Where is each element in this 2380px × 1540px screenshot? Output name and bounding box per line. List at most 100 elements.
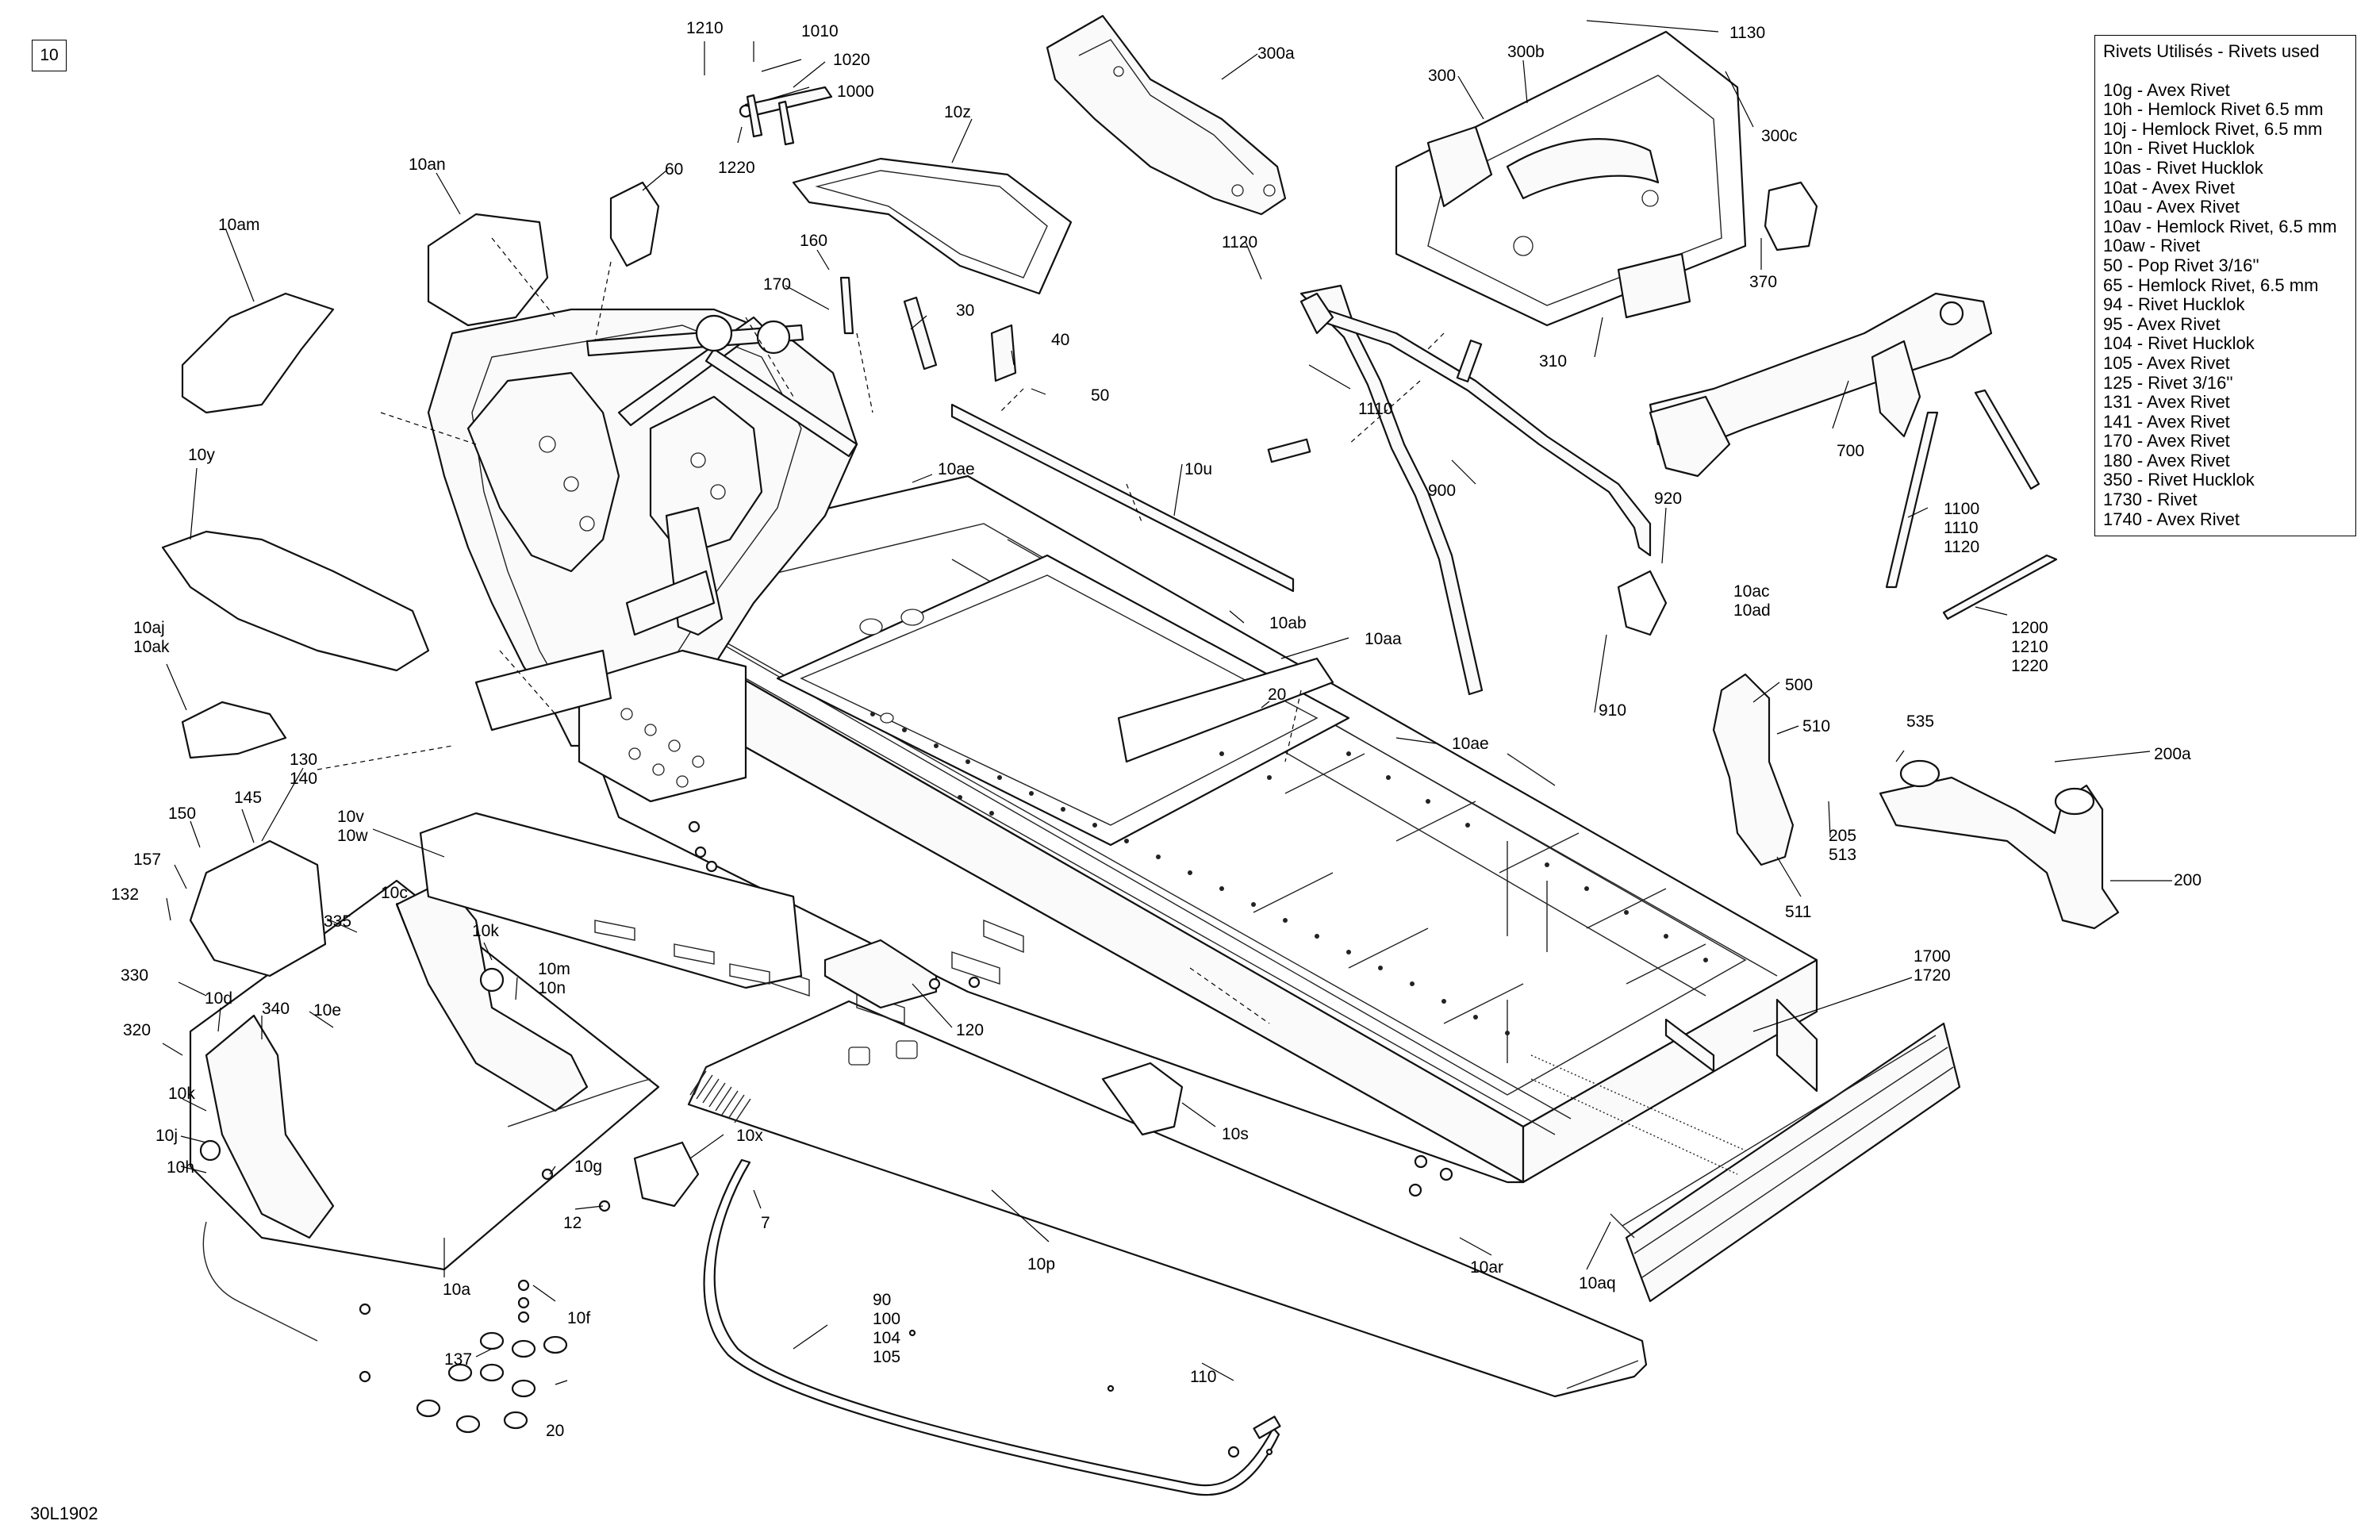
legend-item: 10au - Avex Rivet: [2103, 197, 2240, 217]
callout-900: 900: [1428, 482, 1456, 500]
legend-item: 350 - Rivet Hucklok: [2103, 470, 2255, 490]
callout-132: 132: [111, 885, 139, 904]
callout-160: 160: [800, 232, 827, 250]
callout-910: 910: [1599, 701, 1626, 720]
legend-item: 1740 - Avex Rivet: [2103, 509, 2240, 529]
legend-item: 105 - Avex Rivet: [2103, 352, 2230, 373]
callout-535: 535: [1906, 712, 1934, 731]
bracket-10ac: [1617, 570, 1668, 636]
callout-145: 145: [234, 789, 262, 807]
callout-500: 500: [1785, 676, 1813, 694]
callout-50: 50: [1091, 386, 1109, 405]
rod-1100: [1885, 411, 1939, 589]
callout-10f: 10f: [567, 1309, 590, 1327]
legend-item: 10g - Avex Rivet: [2103, 79, 2230, 100]
rod-1200: [1942, 554, 2058, 620]
callout-157: 157: [133, 851, 161, 869]
callout-340: 340: [262, 1000, 290, 1018]
callout-10ae: 10ae: [938, 460, 975, 478]
legend-item: 10n - Rivet Hucklok: [2103, 138, 2255, 159]
callout-310: 310: [1539, 352, 1567, 371]
callout-1220: 1220: [718, 159, 755, 177]
callout-10j: 10j: [155, 1127, 178, 1145]
legend-item: 125 - Rivet 3/16'': [2103, 372, 2233, 393]
callout-10k: 10k: [472, 922, 499, 940]
legend-item: 10h - Hemlock Rivet 6.5 mm: [2103, 99, 2324, 120]
bracket-10y: [161, 530, 430, 672]
callout-335: 335: [324, 912, 351, 931]
fasteners: [359, 820, 1453, 1458]
legend-item: 10at - Avex Rivet: [2103, 177, 2235, 198]
callout-150: 150: [168, 805, 196, 823]
legend-item: 65 - Hemlock Rivet, 6.5 mm: [2103, 275, 2319, 295]
callout-30: 30: [956, 301, 974, 320]
callout-10u: 10u: [1184, 460, 1212, 478]
callout-10ar: 10ar: [1470, 1258, 1503, 1277]
legend-item: 10as - Rivet Hucklok: [2103, 157, 2263, 178]
bracket-60: [609, 181, 660, 267]
legend-item: 10j - Hemlock Rivet, 6.5 mm: [2103, 118, 2323, 139]
bracket-10aj: [181, 701, 287, 759]
callout-200: 200: [2174, 871, 2202, 889]
callout-330: 330: [121, 966, 148, 985]
plate-10z: [792, 157, 1073, 295]
document-code: 30L1902: [30, 1504, 98, 1523]
callout-1020: 1020: [833, 51, 870, 69]
callout-320: 320: [123, 1021, 151, 1039]
callout-10g: 10g: [574, 1158, 602, 1176]
washers-20: [416, 1331, 568, 1434]
callout-10aa: 10aa: [1365, 630, 1402, 648]
callout-1120: 1120: [1222, 233, 1257, 252]
part-30: [903, 296, 938, 371]
callout-1000: 1000: [837, 83, 874, 101]
rear-tunnel-section-1700: [1610, 1022, 1961, 1303]
callout-labels: 1210 1010 1020 1000 1220 300a 1130 300 3…: [111, 19, 2202, 1440]
callout-170: 170: [763, 275, 791, 294]
callout-10p: 10p: [1027, 1255, 1055, 1273]
legend-item: 1730 - Rivet: [2103, 490, 2198, 510]
bracket-370: [1764, 181, 1818, 252]
callout-1110: 1110: [1358, 400, 1393, 418]
arm-500: [1712, 673, 1795, 866]
callout-700: 700: [1837, 442, 1864, 460]
callout-300: 300: [1428, 67, 1456, 85]
callout-20: 20: [546, 1422, 564, 1440]
leader-lines: [162, 20, 2172, 1385]
callout-370: 370: [1749, 273, 1777, 291]
upper-rear-frame-300: [1395, 30, 1747, 327]
legend-item: 50 - Pop Rivet 3/16'': [2103, 255, 2259, 275]
callout-10aq: 10aq: [1579, 1274, 1616, 1292]
callout-1010: 1010: [801, 22, 839, 40]
steering-tube-900: [1267, 284, 1652, 696]
bracket-10x: [633, 1141, 700, 1208]
callout-10ab: 10ab: [1269, 614, 1307, 632]
skid-rod-90: [703, 1158, 1281, 1496]
callout-10a: 10a: [443, 1281, 470, 1299]
bracket-120: [823, 939, 938, 1009]
callout-10k-2: 10k: [168, 1085, 195, 1103]
rear-cross-member-10aq: [1530, 998, 1818, 1175]
front-bulkhead-frame: [427, 308, 858, 803]
rail-10u: [950, 403, 1295, 593]
legend-item: 10aw - Rivet: [2103, 236, 2201, 256]
rear-support-700: [1649, 292, 1993, 478]
legend-item: 95 - Avex Rivet: [2103, 313, 2221, 334]
callout-10s: 10s: [1222, 1125, 1249, 1143]
callout-10y: 10y: [188, 446, 215, 464]
callout-920: 920: [1654, 490, 1682, 508]
page-number-box: 10: [32, 40, 67, 71]
rod-1100b: [1974, 389, 2040, 490]
callout-60: 60: [665, 160, 683, 179]
callout-10c: 10c: [381, 884, 408, 902]
callout-12: 12: [563, 1214, 582, 1232]
callout-510: 510: [1802, 717, 1830, 735]
skid-plate-10p: [687, 1000, 1648, 1398]
plate-130: [189, 839, 327, 977]
part-40: [990, 324, 1017, 382]
